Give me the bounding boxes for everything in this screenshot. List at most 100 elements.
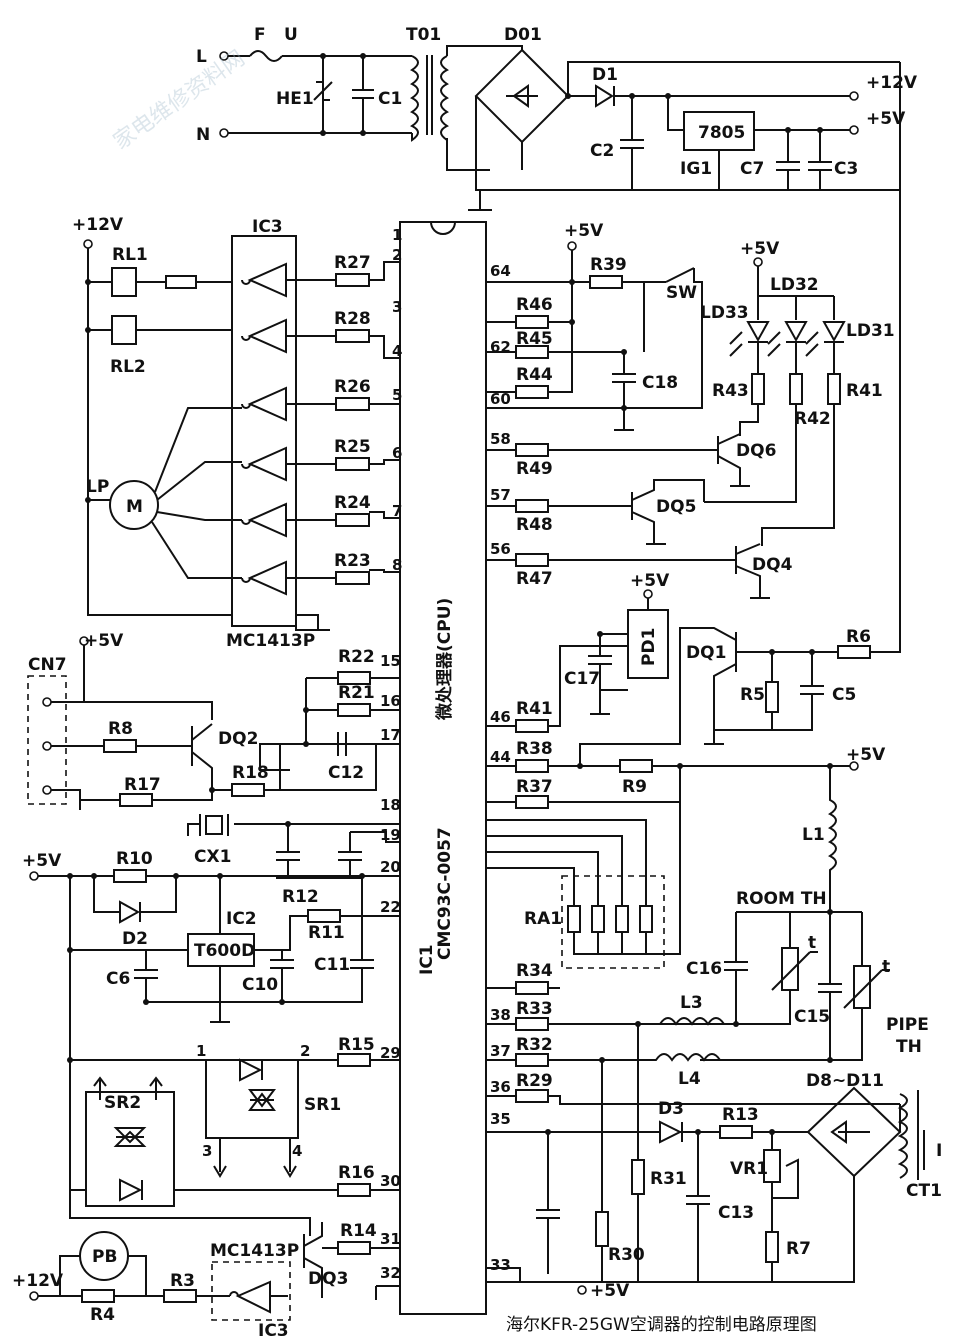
- label-IC3-bottom: IC3: [258, 1321, 289, 1341]
- label-t1: t: [808, 933, 816, 953]
- pin-38: 38: [490, 1006, 511, 1024]
- label-R4: R4: [90, 1305, 115, 1325]
- label-R42: R42: [794, 409, 831, 429]
- label-C12: C12: [328, 763, 364, 783]
- label-R18: R18: [232, 763, 269, 783]
- label-LP: LP: [86, 477, 109, 497]
- label-C10: C10: [242, 975, 278, 995]
- reset-ic2: [29, 869, 400, 1190]
- cpu-part-label: CMC93C-0057: [435, 827, 455, 960]
- driver-gate: [241, 318, 336, 354]
- label-LD33: LD33: [700, 303, 749, 323]
- label-C3: C3: [834, 159, 858, 179]
- label-SW: SW: [666, 283, 697, 303]
- switch-led-section: [486, 241, 846, 599]
- driver-gate: [241, 262, 336, 298]
- pin-20: 20: [380, 858, 401, 876]
- label-R8: R8: [108, 719, 133, 739]
- pin-3: 3: [392, 298, 402, 316]
- label-CX1: CX1: [194, 847, 231, 867]
- driver-gate: [241, 386, 336, 422]
- label-R15: R15: [338, 1035, 375, 1055]
- label-R48: R48: [516, 515, 553, 535]
- pin-44: 44: [490, 748, 511, 766]
- label-R7: R7: [786, 1239, 811, 1259]
- component-labels: L N F U T01 D01 D1 +12V +5V HE1 C1 C2 78…: [12, 25, 942, 1341]
- led-group: [729, 321, 846, 357]
- label-R45: R45: [516, 329, 553, 349]
- label-PB: PB: [92, 1247, 117, 1267]
- pin-57: 57: [490, 486, 511, 504]
- pd1-dq1: [486, 589, 871, 766]
- label-R23: R23: [334, 551, 371, 571]
- current-sense: [486, 981, 925, 1295]
- resistor-r23: [335, 571, 370, 585]
- pin-4: 4: [392, 342, 402, 360]
- label-DQ3: DQ3: [308, 1269, 348, 1289]
- pin-31: 31: [380, 1230, 401, 1248]
- label-t2: t: [882, 957, 890, 977]
- pin-15: 15: [380, 652, 401, 670]
- relay-motor-driver: [83, 235, 336, 631]
- resistor-r25: [335, 457, 370, 471]
- pin-30: 30: [380, 1172, 401, 1190]
- label-D2: D2: [122, 929, 148, 949]
- label-R24: R24: [334, 493, 371, 513]
- label-PD1: PD1: [639, 628, 659, 666]
- pin-7: 7: [392, 502, 402, 520]
- label-F: F: [254, 25, 266, 45]
- label-R31: R31: [650, 1169, 687, 1189]
- label-RA1: RA1: [524, 909, 562, 929]
- label-C11: C11: [314, 955, 350, 975]
- pin-17: 17: [380, 726, 401, 744]
- label-5v-l1: +5V: [846, 745, 886, 765]
- sensor-network: [486, 759, 890, 1063]
- label-R37: R37: [516, 777, 553, 797]
- label-SR2: SR2: [104, 1093, 141, 1113]
- label-IG1: IG1: [680, 159, 712, 179]
- label-R43: R43: [712, 381, 749, 401]
- label-DQ2: DQ2: [218, 729, 258, 749]
- label-N: N: [196, 125, 210, 145]
- label-C1: C1: [378, 89, 402, 109]
- pin-46: 46: [490, 708, 511, 726]
- label-12v-bottom: +12V: [12, 1271, 64, 1291]
- label-5v-pd: +5V: [630, 571, 670, 591]
- label-D1: D1: [592, 65, 618, 85]
- label-12v-top: +12V: [866, 73, 918, 93]
- label-R14: R14: [340, 1221, 377, 1241]
- label-R32: R32: [516, 1035, 553, 1055]
- label-VR1: VR1: [730, 1159, 768, 1179]
- label-R27: R27: [334, 253, 371, 273]
- label-C15: C15: [794, 1007, 830, 1027]
- pin-22: 22: [380, 898, 401, 916]
- label-R33: R33: [516, 999, 553, 1019]
- label-R47: R47: [516, 569, 553, 589]
- label-sr1-pin4: 4: [292, 1142, 302, 1160]
- label-R44: R44: [516, 365, 553, 385]
- label-IC3-top: IC3: [252, 217, 283, 237]
- label-R39: R39: [590, 255, 627, 275]
- watermark: 家电维修资料网: [109, 46, 250, 155]
- label-C6: C6: [106, 969, 130, 989]
- resistor-r24: [335, 513, 370, 527]
- label-R16: R16: [338, 1163, 375, 1183]
- label-PIPE: PIPE: [886, 1015, 929, 1035]
- label-D01: D01: [504, 25, 542, 45]
- label-C13: C13: [718, 1203, 754, 1223]
- cpu-name-label: 微处理器(CPU): [434, 598, 455, 721]
- pin-62: 62: [490, 338, 511, 356]
- label-D3: D3: [658, 1099, 684, 1119]
- label-TH: TH: [896, 1037, 922, 1057]
- label-R17: R17: [124, 775, 161, 795]
- label-DQ6: DQ6: [736, 441, 776, 461]
- label-R49: R49: [516, 459, 553, 479]
- label-MC1413P-bottom: MC1413P: [210, 1241, 299, 1261]
- label-R12: R12: [282, 887, 319, 907]
- label-R41-right: R41: [846, 381, 883, 401]
- label-RL2: RL2: [110, 357, 146, 377]
- label-R9: R9: [622, 777, 647, 797]
- label-R28: R28: [334, 309, 371, 329]
- resistor-r28: [335, 329, 370, 343]
